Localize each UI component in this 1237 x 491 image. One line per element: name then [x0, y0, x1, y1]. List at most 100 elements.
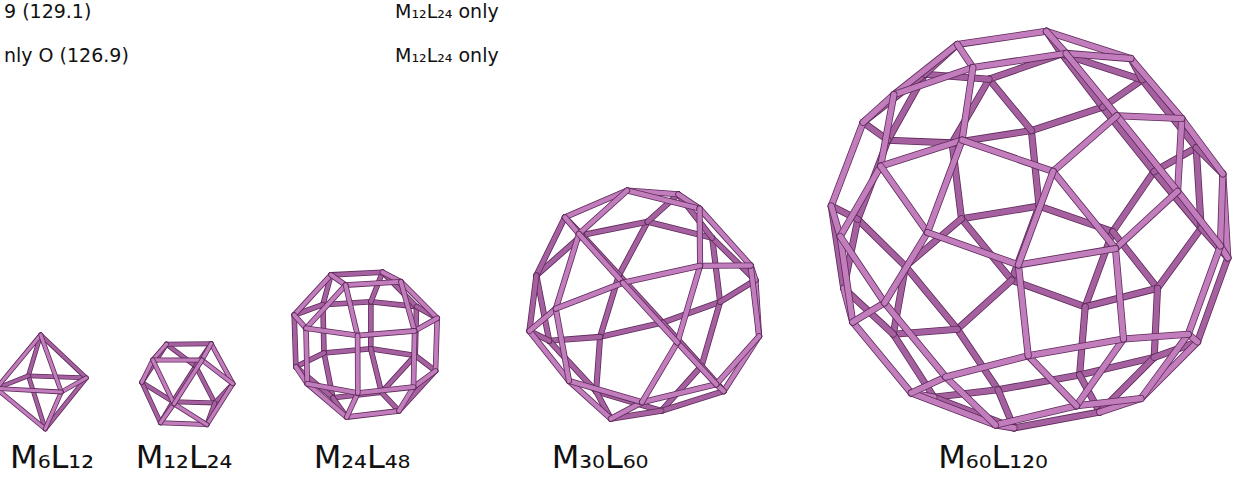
strut [579, 191, 627, 234]
strut-outline [1028, 356, 1076, 406]
strut [840, 236, 884, 302]
strut-outline [358, 331, 415, 336]
strut [962, 68, 973, 141]
strut [142, 360, 153, 382]
strut [885, 233, 928, 303]
strut [1053, 171, 1115, 248]
strut-outline [1178, 191, 1221, 246]
strut-outline [1066, 53, 1117, 115]
strut-outline [306, 285, 346, 328]
strut [529, 309, 555, 331]
strut [642, 343, 677, 403]
strut-outline [371, 272, 383, 302]
strut-outline [1188, 246, 1220, 334]
strut [1116, 249, 1124, 339]
strut [627, 191, 699, 209]
strut [324, 349, 371, 353]
strut-outline [642, 343, 677, 403]
strut-outline [306, 328, 307, 384]
strut-outline [161, 404, 175, 423]
strut-outline [888, 140, 952, 143]
strut-outline [1018, 249, 1115, 265]
strut [167, 344, 196, 366]
strut [556, 234, 579, 309]
strut-outline [347, 393, 358, 417]
strut-outline [415, 356, 435, 371]
strut-outline [957, 44, 973, 67]
strut-outline [202, 360, 233, 384]
strut-outline [831, 122, 863, 206]
strut-outline [294, 315, 296, 367]
strut-outline [414, 331, 415, 387]
strut-outline [565, 191, 627, 218]
strut [549, 337, 600, 341]
strut [1178, 191, 1221, 246]
strut-outline [1124, 334, 1189, 339]
strut [1077, 399, 1142, 406]
strut-outline [529, 309, 555, 331]
strut [700, 263, 751, 268]
strut [1124, 334, 1189, 339]
strut-outline [415, 318, 438, 331]
strut-outline [946, 356, 1028, 377]
strut [888, 140, 952, 143]
strut-outline [957, 280, 1011, 329]
strut [331, 272, 383, 275]
strut-outline [697, 209, 704, 266]
strut [853, 303, 885, 322]
strut-outline [989, 79, 1031, 130]
strut-outline [881, 166, 928, 232]
strut-outline [596, 337, 600, 392]
strut [294, 315, 296, 367]
strut [962, 206, 1040, 219]
strut-outline [0, 389, 61, 393]
strut [536, 217, 565, 275]
strut-outline [0, 389, 45, 429]
strut-outline [142, 382, 161, 422]
strut [1182, 119, 1223, 174]
strut [1018, 265, 1028, 356]
strut [61, 378, 86, 392]
strut-outline [347, 411, 399, 417]
strut-outline [973, 53, 1066, 67]
strut-outline [853, 303, 885, 322]
strut [1116, 191, 1178, 248]
strut-outline [45, 378, 86, 429]
strut [202, 360, 233, 384]
strut [1066, 53, 1117, 115]
strut-outline [436, 318, 438, 371]
strut-outline [536, 275, 549, 340]
strut-outline [355, 336, 361, 393]
strut-outline [1117, 116, 1182, 119]
strut-outline [569, 381, 642, 402]
strut [1154, 288, 1157, 357]
strut [202, 344, 211, 360]
strut-outline [962, 68, 973, 141]
strut-outline [885, 303, 946, 377]
strut-outline [600, 323, 662, 337]
formula-label: M₁₂L₂₄ [136, 438, 233, 476]
strut-outline [346, 282, 401, 285]
strut [1220, 174, 1222, 246]
strut [153, 360, 174, 404]
strut [415, 318, 438, 331]
strut [1117, 116, 1178, 192]
strut-outline [894, 68, 973, 95]
strut [347, 411, 399, 417]
strut-outline [556, 283, 623, 309]
strut-outline [306, 328, 358, 335]
strut [399, 371, 436, 411]
strut-outline [1053, 171, 1115, 248]
strut-outline [716, 336, 759, 384]
strut [371, 349, 382, 393]
strut [998, 375, 1080, 390]
strut [1117, 116, 1182, 119]
strut-outline [1182, 119, 1223, 174]
strut-outline [700, 262, 751, 268]
strut-outline [1131, 59, 1182, 119]
strut-outline [1031, 107, 1102, 130]
strut [153, 358, 202, 362]
strut [1141, 334, 1188, 398]
strut-outline [61, 378, 86, 392]
strut [946, 377, 996, 425]
